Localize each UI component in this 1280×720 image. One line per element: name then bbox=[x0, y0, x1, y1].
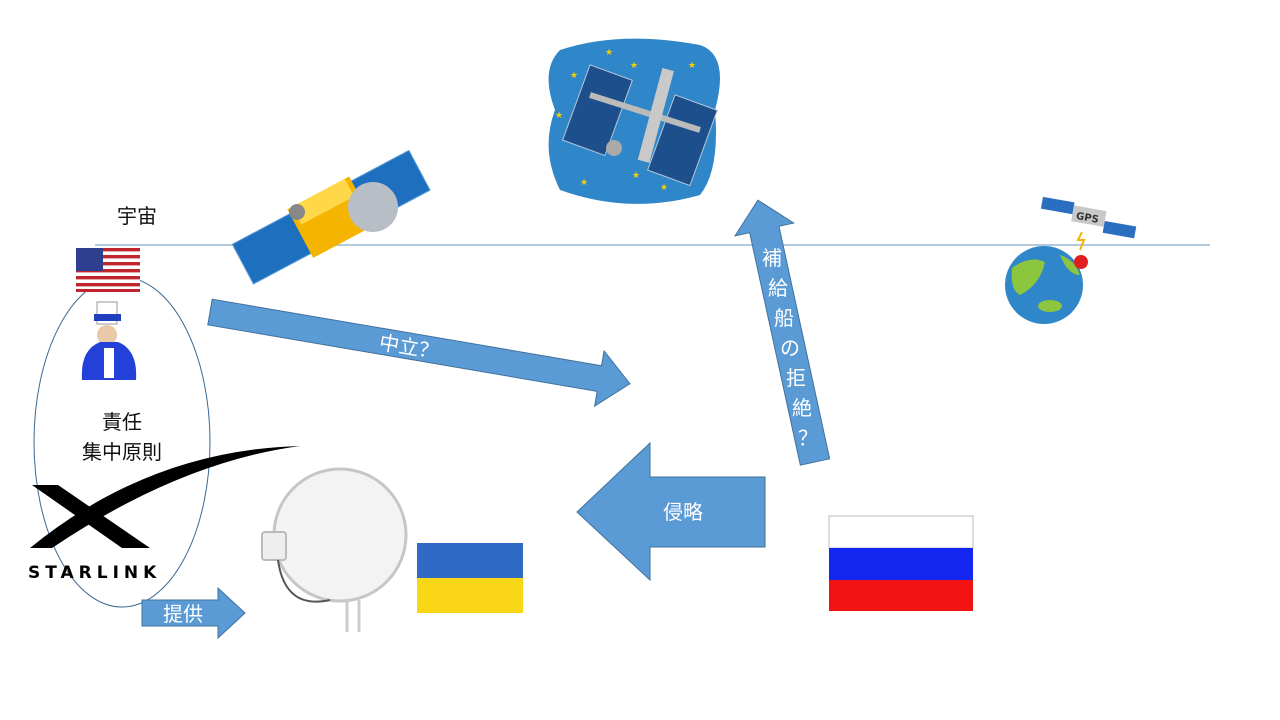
svg-text:STARLINK: STARLINK bbox=[28, 563, 161, 583]
us-flag bbox=[76, 248, 140, 292]
gps-label: GPS bbox=[1075, 211, 1099, 226]
ukraine-flag bbox=[417, 543, 523, 613]
provide-label: 提供 bbox=[163, 602, 203, 626]
signal-icon bbox=[1076, 231, 1086, 251]
svg-text:？: ？ bbox=[798, 426, 818, 450]
neutral-arrow: 中立？ bbox=[207, 298, 631, 408]
svg-text:給: 給 bbox=[768, 276, 788, 300]
satellite-dish-illustration bbox=[261, 467, 408, 632]
invasion-arrow: 侵略 bbox=[576, 441, 766, 582]
car-icon bbox=[1074, 255, 1088, 269]
earth-illustration bbox=[1005, 246, 1088, 324]
supply-refusal-label: 補 給 船 の 拒 絶 ？ bbox=[762, 246, 818, 450]
invasion-label: 侵略 bbox=[663, 500, 703, 524]
svg-text:★: ★ bbox=[632, 171, 640, 181]
svg-text:★: ★ bbox=[580, 178, 588, 188]
supply-refusal-arrow bbox=[733, 199, 831, 466]
svg-text:★: ★ bbox=[630, 61, 638, 71]
responsibility-label-line2: 集中原則 bbox=[82, 440, 162, 464]
space-station-illustration: ★ ★ ★ ★ ★ ★ ★ ★ bbox=[548, 38, 720, 204]
svg-text:★: ★ bbox=[555, 111, 563, 121]
svg-text:拒: 拒 bbox=[786, 366, 806, 390]
svg-text:★: ★ bbox=[660, 183, 668, 193]
russia-flag bbox=[828, 515, 974, 611]
uncle-sam-illustration bbox=[81, 301, 137, 380]
svg-text:★: ★ bbox=[570, 71, 578, 81]
svg-text:補: 補 bbox=[762, 246, 782, 270]
responsibility-label-line1: 責任 bbox=[102, 410, 142, 434]
svg-text:船: 船 bbox=[774, 306, 794, 330]
svg-text:絶: 絶 bbox=[792, 396, 812, 420]
svg-text:★: ★ bbox=[688, 61, 696, 71]
gps-satellite-illustration: GPS bbox=[1040, 196, 1137, 239]
svg-text:★: ★ bbox=[605, 48, 613, 58]
space-label: 宇宙 bbox=[117, 204, 157, 228]
satellite-illustration bbox=[231, 149, 431, 285]
svg-text:の: の bbox=[780, 336, 800, 360]
provide-arrow: 提供 bbox=[141, 586, 246, 640]
neutral-label: 中立？ bbox=[377, 330, 440, 364]
starlink-logo: STARLINK bbox=[28, 446, 300, 583]
